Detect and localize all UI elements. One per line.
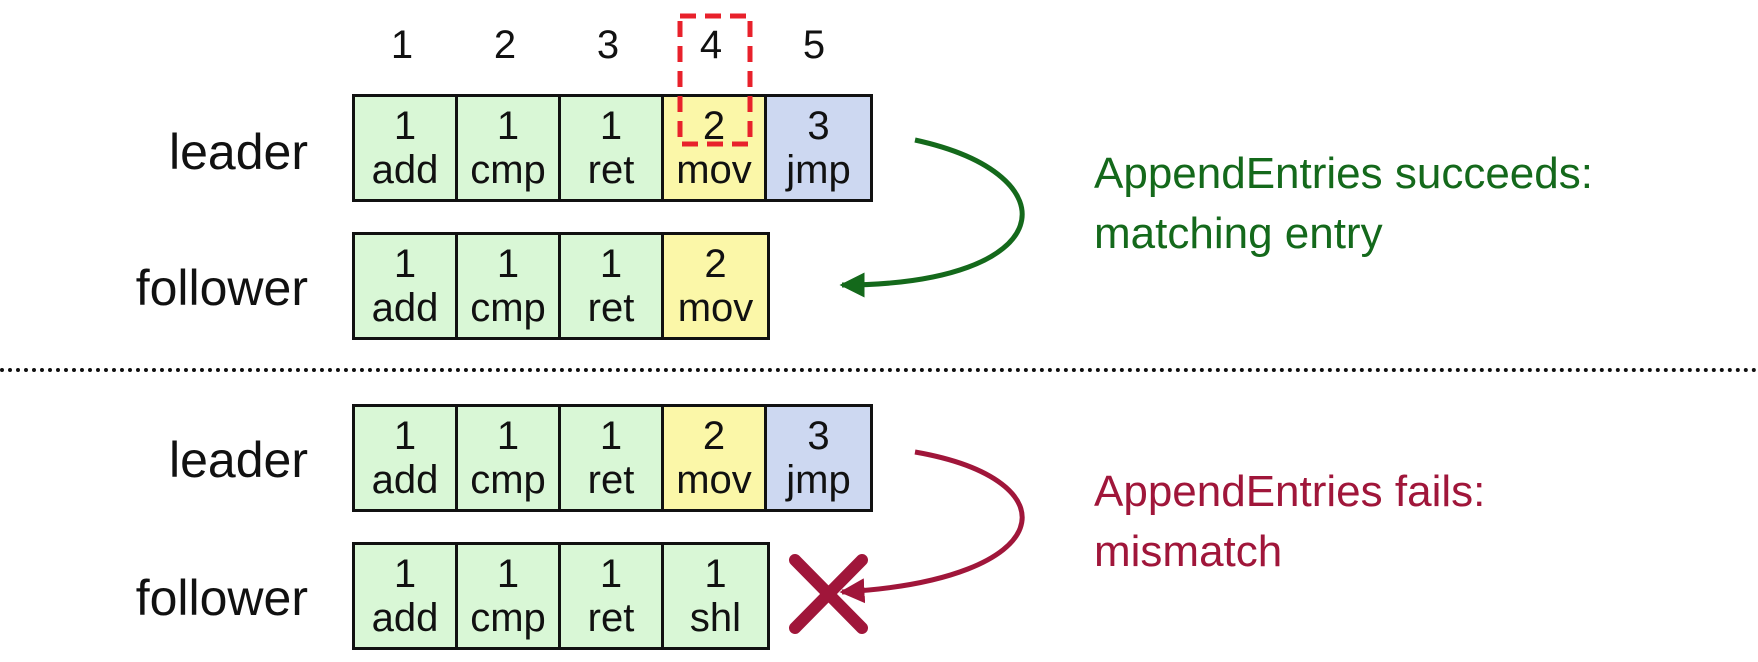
x-mark-icon — [789, 554, 868, 634]
highlight-box — [677, 13, 753, 147]
entry-command: mov — [676, 148, 752, 192]
entry-term: 1 — [599, 552, 623, 596]
leader-label: leader — [169, 124, 308, 180]
entry-command: ret — [587, 596, 635, 640]
entry-command: cmp — [470, 458, 546, 502]
entry-term: 1 — [496, 242, 520, 286]
entry-term: 3 — [807, 104, 830, 148]
entry-command: mov — [677, 286, 754, 330]
entry-command: ret — [587, 148, 635, 192]
entry-command: cmp — [470, 596, 546, 640]
entry-term: 1 — [599, 242, 623, 286]
entry-term: 1 — [496, 414, 520, 458]
entry-term: 1 — [599, 414, 623, 458]
follower-label: follower — [135, 570, 308, 626]
entry-command: jmp — [786, 458, 851, 502]
failure-message: AppendEntries fails: mismatch — [1094, 462, 1485, 582]
entry-command: add — [371, 148, 439, 192]
entry-term: 1 — [496, 552, 520, 596]
follower-label: follower — [135, 260, 308, 316]
index-label: 3 — [596, 23, 620, 67]
entry-command: mov — [676, 458, 752, 502]
entry-command: jmp — [786, 148, 851, 192]
success-message-line: matching entry — [1094, 209, 1383, 258]
entry-term: 1 — [393, 414, 417, 458]
failure-arrow-icon — [839, 449, 1025, 604]
index-label: 2 — [493, 23, 517, 67]
entry-term: 1 — [393, 552, 417, 596]
entry-term: 2 — [704, 242, 727, 286]
success-message-line: AppendEntries succeeds: — [1094, 149, 1593, 198]
entry-term: 3 — [807, 414, 830, 458]
entry-command: shl — [689, 596, 742, 640]
leader-label: leader — [169, 432, 308, 488]
success-arrow-icon — [839, 137, 1025, 298]
entry-term: 1 — [496, 104, 520, 148]
entry-command: ret — [587, 458, 635, 502]
entry-command: ret — [587, 286, 635, 330]
entry-command: add — [371, 458, 439, 502]
entry-term: 1 — [393, 242, 417, 286]
entry-command: cmp — [470, 148, 546, 192]
index-label: 5 — [802, 23, 826, 67]
entry-term: 1 — [704, 552, 727, 596]
entry-term: 1 — [599, 104, 623, 148]
entry-term: 1 — [393, 104, 417, 148]
section-divider — [0, 368, 1758, 372]
entry-command: add — [371, 286, 439, 330]
failure-message-line: AppendEntries fails: — [1094, 467, 1486, 516]
entry-command: add — [371, 596, 439, 640]
index-label: 4 — [699, 23, 723, 67]
failure-message-line: mismatch — [1094, 527, 1283, 576]
index-label: 1 — [390, 23, 414, 67]
entry-term: 2 — [702, 414, 726, 458]
entry-command: cmp — [470, 286, 546, 330]
success-message: AppendEntries succeeds: matching entry — [1094, 144, 1593, 264]
entry-term: 2 — [702, 104, 726, 148]
